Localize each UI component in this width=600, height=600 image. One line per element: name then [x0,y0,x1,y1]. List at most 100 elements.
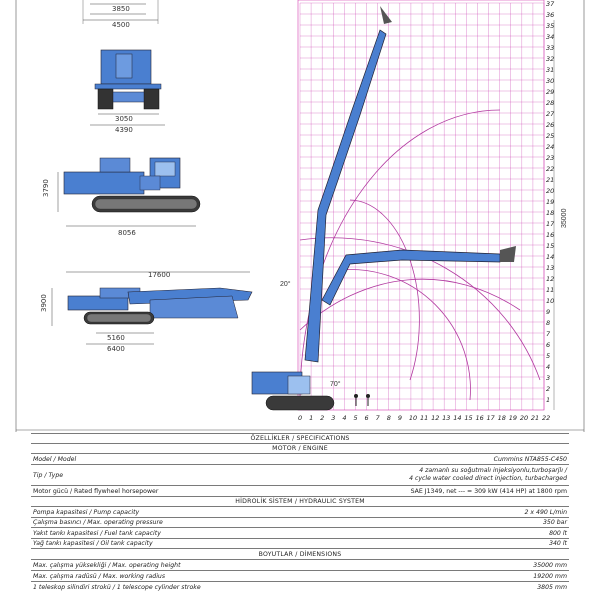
y-tick-label: 31 [546,66,554,74]
specifications-table: ÖZELLİKLER / SPECIFICATIONS MOTOR / ENGI… [31,433,569,592]
front-dim-4390: 4390 [115,126,133,134]
side-view-dims: 3790 8056 [42,172,196,237]
x-tick-label: 17 [487,414,496,422]
spec-row-height: Max. çalışma yüksekliği / Max. operating… [31,560,569,571]
spec-label: Pompa kapasitesi / Pump capacity [33,508,140,516]
y-tick-label: 25 [546,132,554,140]
y-tick-label: 1 [546,396,550,404]
spec-value: Cummins NTA855-C450 [493,455,567,463]
spec-value: SAE J1349, net --- = 309 kW (414 HP) at … [410,487,567,495]
y-tick-label: 35 [546,22,554,30]
y-tick-label: 12 [546,275,554,283]
spec-value: 2 x 490 L/min [524,508,567,516]
x-tick-label: 22 [542,414,550,422]
y-tick-label: 20 [546,187,554,195]
y-tick-label: 34 [546,33,554,41]
x-tick-label: 13 [442,414,450,422]
drawing-canvas: 3850 4500 3050 4390 3790 8056 [15,0,585,432]
spec-title: ÖZELLİKLER / SPECIFICATIONS [31,433,569,444]
x-tick-label: 2 [320,414,324,422]
x-tick-label: 20 [520,414,528,422]
technical-drawing: 3850 4500 3050 4390 3790 8056 [15,0,585,432]
y-tick-label: 4 [546,363,550,371]
y-tick-label: 27 [546,110,555,118]
y-tick-label: 37 [546,0,555,8]
spec-value: 4 zamanlı su soğutmalı injeksiyonlu,turb… [409,467,567,483]
y-tick-label: 10 [546,297,554,305]
y-tick-label: 14 [546,253,554,261]
y-tick-label: 13 [546,264,554,272]
y-tick-label: 28 [546,99,554,107]
x-tick-label: 3 [331,414,335,422]
x-tick-label: 1 [309,414,313,422]
spec-label: Motor gücü / Rated flywheel horsepower [33,487,159,495]
spec-value: 800 lt [549,529,567,537]
engine-section-header: MOTOR / ENGINE [31,444,569,454]
y-tick-label: 24 [546,143,554,151]
front-dim-3050: 3050 [115,115,133,123]
x-tick-label: 19 [509,414,517,422]
y-tick-label: 23 [546,154,554,162]
spec-label: Tip / Type [33,471,64,479]
spec-label: 1 teleskop silindiri strokü / 1 telescop… [33,583,201,591]
y-tick-label: 2 [546,385,550,393]
y-tick-label: 21 [546,176,554,184]
x-tick-label: 9 [398,414,402,422]
spec-value: 340 lt [549,540,567,547]
spec-row-stroke: 1 teleskop silindiri strokü / 1 telescop… [31,582,569,592]
x-tick-label: 18 [498,414,506,422]
spec-row-pump: Pompa kapasitesi / Pump capacity 2 x 490… [31,507,569,518]
spec-label: Yağ tankı kapasitesi / Oil tank capacity [33,540,153,547]
y-tick-label: 30 [546,77,554,85]
side-dim-length: 8056 [118,229,136,237]
spec-row-oil: Yağ tankı kapasitesi / Oil tank capacity… [31,539,569,549]
transport-dim-length: 17600 [148,271,170,279]
spec-row-type: Tip / Type 4 zamanlı su soğutmalı injeks… [31,465,569,486]
spec-row-radius: Max. çalışma radüsü / Max. working radiu… [31,571,569,582]
x-tick-label: 5 [353,414,357,422]
x-tick-label: 7 [376,414,381,422]
spec-row-pressure: Çalışma basıncı / Max. operating pressur… [31,518,569,528]
top-dim-3850: 3850 [112,5,130,13]
transport-dim-height: 3900 [40,294,48,312]
y-tick-label: 5 [546,352,550,360]
x-tick-label: 6 [365,414,369,422]
y-tick-label: 15 [546,242,554,250]
spec-row-model: Model / Model Cummins NTA855-C450 [31,454,569,465]
transport-view [66,271,253,325]
spec-value: 350 bar [542,519,567,526]
y-tick-label: 16 [546,231,554,239]
spec-label: Çalışma basıncı / Max. operating pressur… [33,519,163,526]
y-tick-label: 19 [546,198,554,206]
y-tick-label: 32 [546,55,554,63]
transport-dim-5160: 5160 [107,334,125,342]
side-view [63,157,201,213]
top-dim-4500: 4500 [112,21,130,29]
transport-view-dims: 17600 3900 5160 6400 [40,271,170,353]
y-tick-label: 11 [546,286,554,294]
x-tick-label: 16 [475,414,483,422]
x-tick-label: 0 [298,414,302,422]
spec-value: 35000 mm [533,561,567,569]
spec-label: Max. çalışma yüksekliği / Max. operating… [33,561,181,569]
y-tick-label: 7 [546,330,551,338]
y-tick-label: 36 [546,11,554,19]
top-view: 3850 4500 [82,0,159,29]
spec-label: Model / Model [33,455,77,463]
y-tick-label: 22 [546,165,554,173]
x-tick-label: 12 [431,414,439,422]
x-tick-label: 11 [420,414,428,422]
front-view [94,49,162,110]
y-tick-label: 26 [546,121,554,129]
spec-row-fuel: Yakıt tankı kapasitesi / Fuel tank capac… [31,528,569,539]
x-tick-label: 4 [342,414,346,422]
y-tick-label: 9 [546,308,550,316]
height-dim-label: 35000 [561,208,568,228]
working-range-grid: 3736353433323130292827262524232221201918… [297,0,568,422]
y-tick-label: 29 [546,88,554,96]
hydraulic-section-header: HİDROLİK SİSTEM / HYDRAULIC SYSTEM [31,497,569,507]
spec-label: Yakıt tankı kapasitesi / Fuel tank capac… [33,529,161,537]
angle-base-label: 70° [330,380,341,388]
x-tick-label: 15 [464,414,472,422]
y-tick-label: 18 [546,209,554,217]
